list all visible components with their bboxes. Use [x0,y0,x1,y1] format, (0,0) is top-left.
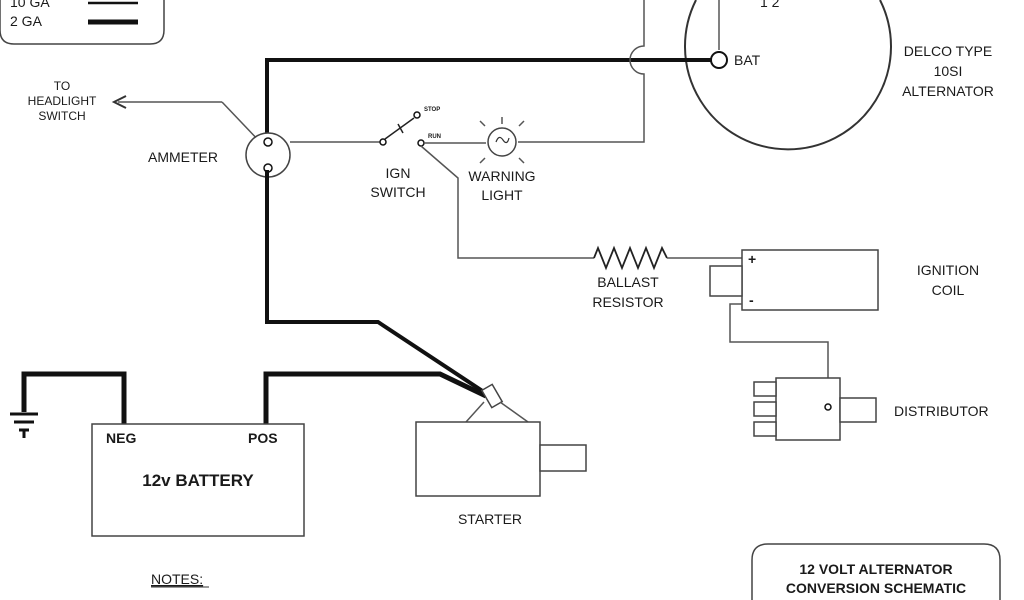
wire-ammeter-to-alternator [265,58,711,140]
cable-pos-to-starter [263,371,488,424]
ignition-coil: + - IGNITION COIL [709,249,979,311]
starter-solenoid-terminal [480,383,504,409]
warning-light-label-line-1: WARNING [468,168,535,184]
distributor: DISTRIBUTOR [753,377,989,441]
alternator-body [684,0,892,151]
battery: NEG POS 12v BATTERY [91,423,305,537]
coil-label-line-2: COIL [932,282,965,298]
bat-terminal-label: BAT [734,52,761,68]
arrow-left-icon [111,95,127,109]
starter-body [415,421,541,497]
starter-lead-left [465,401,485,423]
ground-icon [10,412,38,438]
battery-neg-label: NEG [106,430,136,446]
distributor-post-3 [753,421,777,437]
alternator-terminal-numbers: 1 2 [760,0,780,10]
coil-label-line-1: IGNITION [917,262,979,278]
battery-label: 12v BATTERY [142,471,254,490]
starter: STARTER [415,383,587,527]
wire-ammeter-to-starter [265,170,486,394]
title-block: 12 VOLT ALTERNATOR CONVERSION SCHEMATIC [751,543,1001,600]
ign-switch-common-terminal [379,138,387,146]
alternator-name-line-1: DELCO TYPE [904,43,992,59]
warning-light-label-line-2: LIGHT [481,187,523,203]
ign-switch-run-label: RUN [428,134,441,140]
coil-body [741,249,879,311]
ammeter-label: AMMETER [148,149,218,165]
cable-ground-to-neg [21,371,127,424]
coil-plus-terminal: + [748,251,756,267]
starter-lead-right [499,401,529,423]
notes-heading: NOTES: [151,571,203,587]
distributor-label: DISTRIBUTOR [894,403,989,419]
warning-light-bulb-icon [487,127,517,157]
distributor-post-1 [753,381,777,397]
wire-coil-to-distributor [729,303,829,404]
notes: NOTES: [151,571,209,588]
alternator-name-line-3: ALTERNATOR [902,83,994,99]
headlight-label-line-1: TO [54,79,70,93]
coil-tower [709,265,743,297]
ign-switch-lever-tick [397,123,404,134]
coil-minus-terminal: - [749,292,754,308]
warning-light: WARNING LIGHT [468,117,536,203]
alternator: 1 2 BAT DELCO TYPE 10SI ALTERNATOR [684,0,994,151]
distributor-terminal [824,403,832,411]
ign-switch-lever [384,117,415,140]
battery-pos-label: POS [248,430,278,446]
headlight-switch-lead: TO HEADLIGHT SWITCH [28,79,263,145]
ammeter-terminal-top [263,137,273,147]
ballast-label-line-2: RESISTOR [592,294,663,310]
headlight-label-line-2: HEADLIGHT [28,94,97,108]
ign-switch-label-line-2: SWITCH [370,184,425,200]
legend-label-2ga: 2 GA [10,13,43,29]
alternator-name-line-2: 10SI [934,63,963,79]
distributor-post-2 [753,401,777,417]
ign-switch-stop-label: STOP [424,107,440,113]
starter-label: STARTER [458,511,522,527]
ign-switch-run-terminal [417,139,425,147]
distributor-shaft [839,397,877,423]
ballast-resistor: BALLAST RESISTOR [592,245,742,310]
ign-switch-label-line-1: IGN [386,165,411,181]
ballast-label-line-1: BALLAST [597,274,659,290]
starter-nose [539,444,587,472]
headlight-label-line-3: SWITCH [38,109,85,123]
ignition-switch: STOP RUN IGN SWITCH [370,107,441,200]
bat-terminal [710,51,728,69]
battery-body [91,423,305,537]
warning-light-filament [495,136,510,144]
wire-alternator-to-warning-light [518,0,645,143]
ammeter: AMMETER [148,132,291,178]
resistor-zigzag-icon [593,245,668,271]
title-line-2: CONVERSION SCHEMATIC [786,580,966,596]
ign-switch-stop-terminal [413,111,421,119]
legend-label-10ga: 10 GA [10,0,50,10]
warning-light-rays [479,117,525,164]
title-line-1: 12 VOLT ALTERNATOR [799,561,952,577]
wire-gauge-legend: 10 GA 2 GA [0,0,165,45]
wire-ign-run-to-ballast [420,145,594,259]
